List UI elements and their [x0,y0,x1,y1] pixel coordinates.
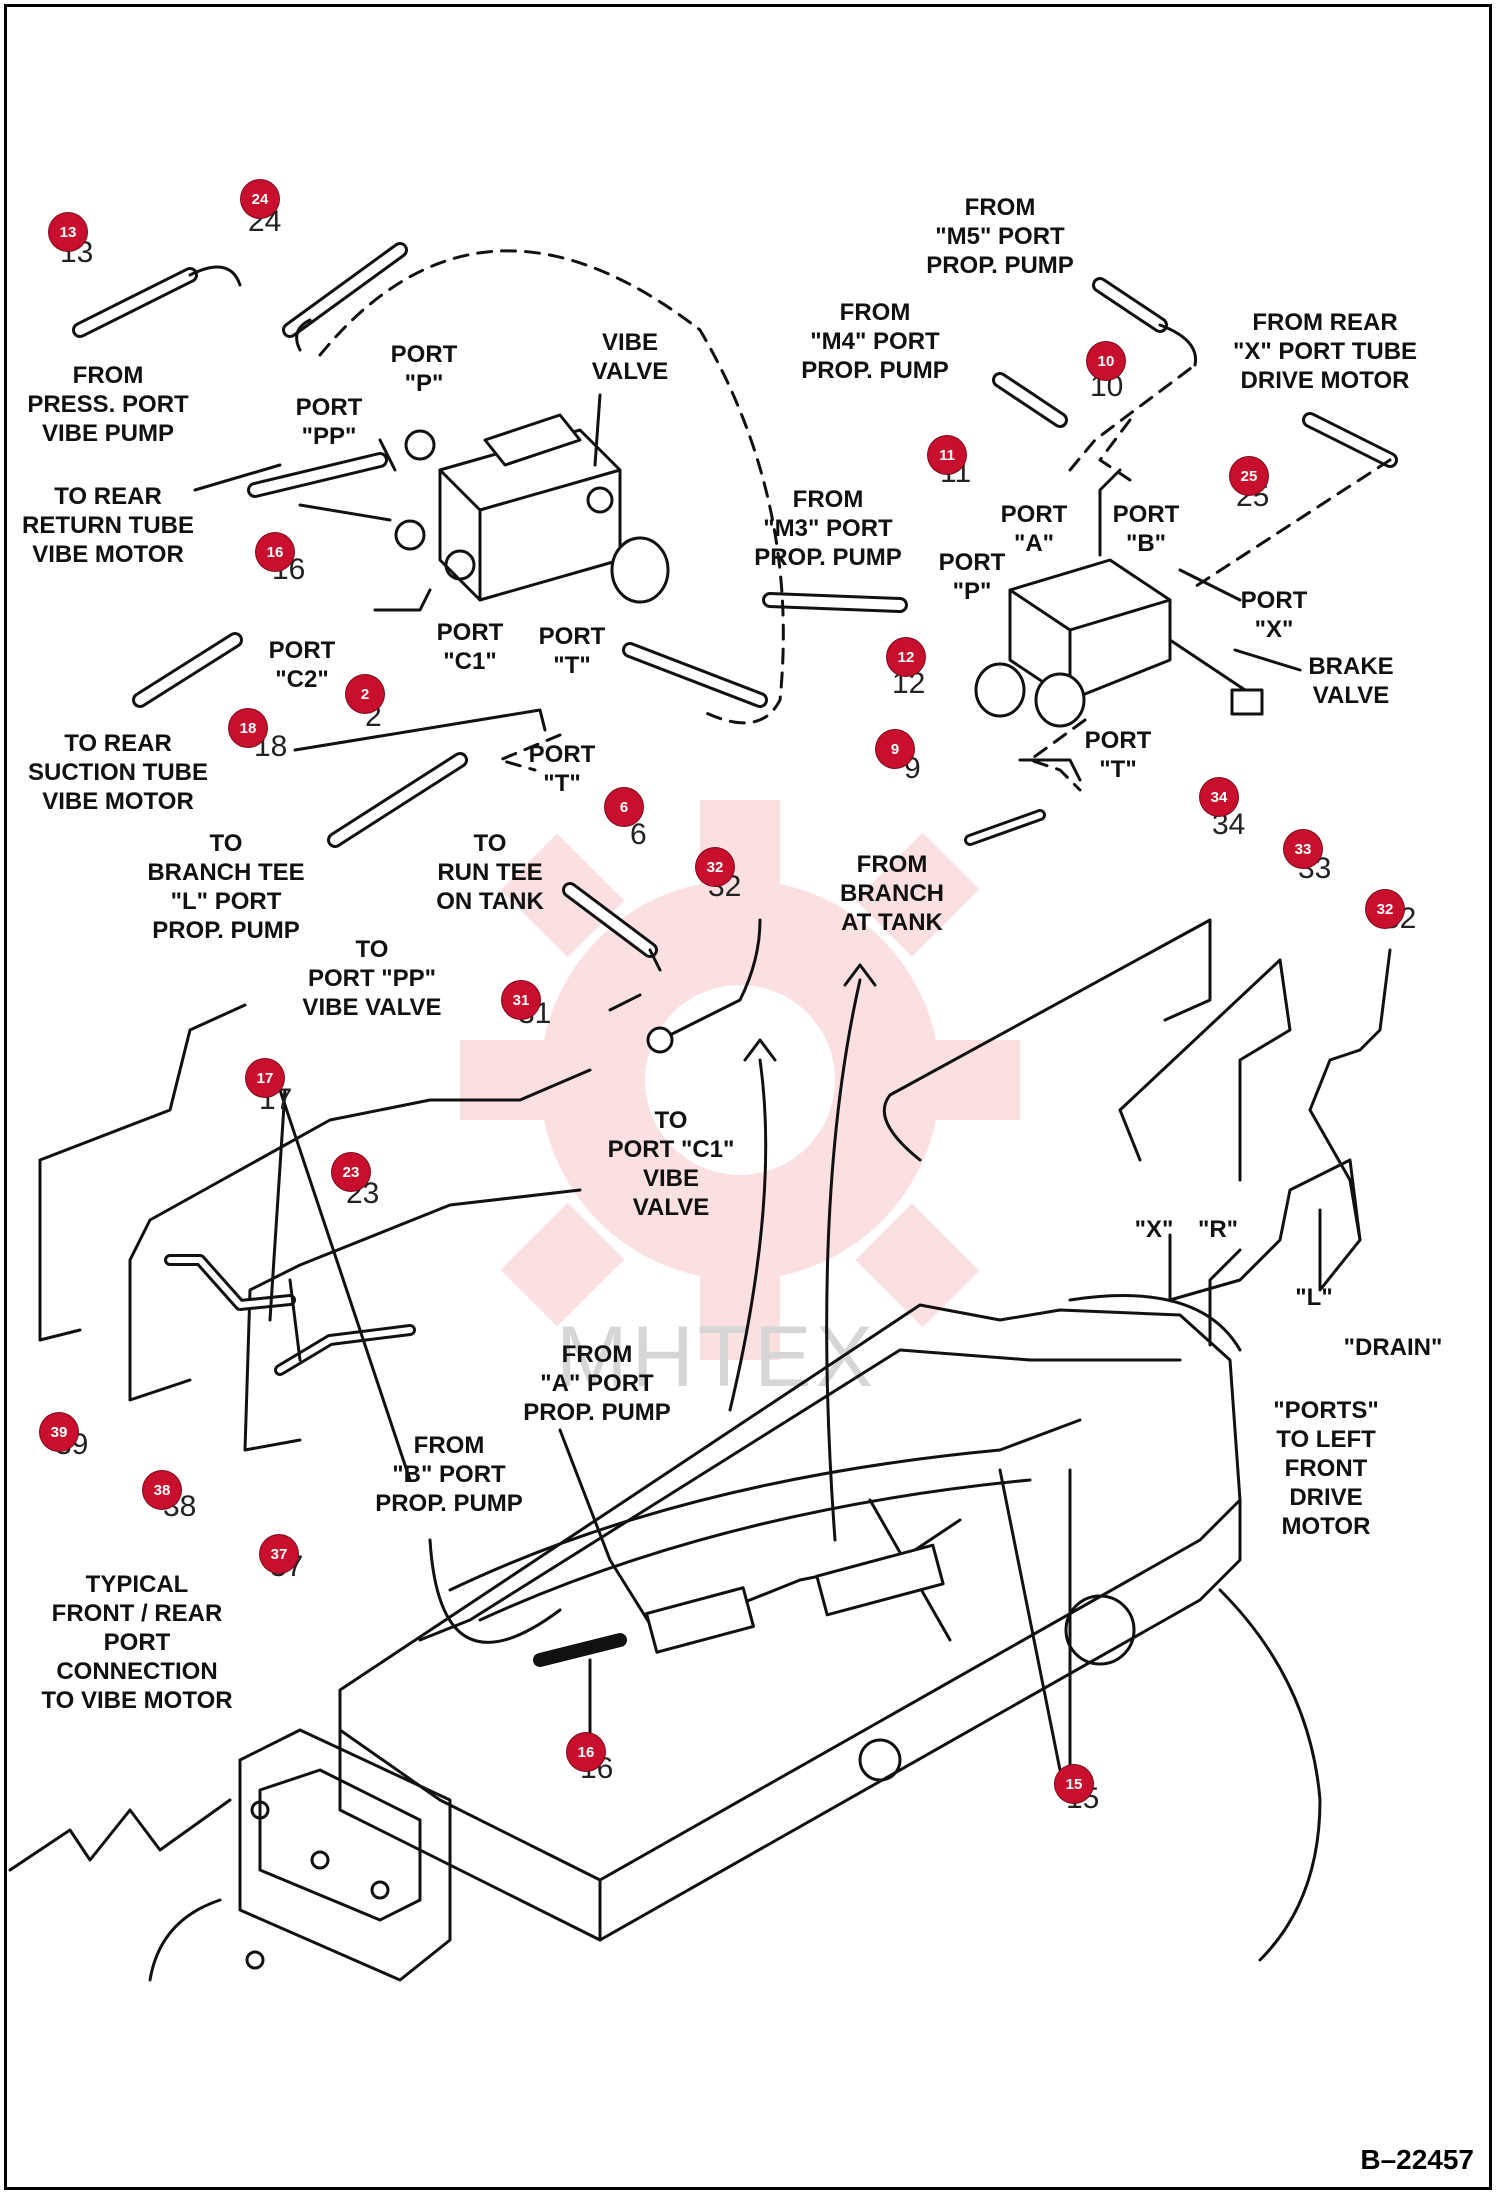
label-from-press: FROM PRESS. PORT VIBE PUMP [27,362,189,447]
label-typical: TYPICAL FRONT / REAR PORT CONNECTION TO … [41,1571,233,1714]
label-port-pp: PORT "PP" [295,394,363,450]
label-brake-valve: BRAKE VALVE [1308,653,1394,709]
callout-31[interactable]: 31 [502,981,540,1019]
machine-frame [8,1294,1322,1982]
drawing-number: B–22457 [1360,2144,1474,2175]
callout-24[interactable]: 24 [241,180,279,218]
label-port-t-vibe: PORT "T" [538,623,606,679]
label-from-m4: FROM "M4" PORT PROP. PUMP [801,299,949,384]
label-ports-left-front: "PORTS" TO LEFT FRONT DRIVE MOTOR [1273,1397,1379,1540]
label-l-port: "L" [1295,1284,1333,1311]
watermark-text: MHTEX [556,1309,877,1405]
callout-16-bottom[interactable]: 16 [567,1733,605,1771]
callout-16-top[interactable]: 16 [256,533,294,571]
callout-39[interactable]: 39 [40,1413,78,1451]
label-port-p-vibe: PORT "P" [390,341,458,397]
label-from-m3: FROM "M3" PORT PROP. PUMP [754,486,902,571]
vibe-valve-body [394,413,670,604]
brake-valve-body [974,558,1264,728]
drawing-frame [4,4,1492,2190]
part-number-6: 6 [630,818,647,851]
label-r-port: "R" [1197,1216,1239,1243]
label-x-port: "X" [1134,1216,1174,1243]
callout-2[interactable]: 2 [346,675,384,713]
label-to-run-tee: TO RUN TEE ON TANK [436,830,544,915]
callout-33[interactable]: 33 [1284,830,1322,868]
label-port-p-brake: PORT "P" [938,549,1006,605]
label-port-x: PORT "X" [1240,587,1308,643]
label-from-branch-tank: FROM BRANCH AT TANK [840,851,944,936]
callout-37[interactable]: 37 [260,1535,298,1573]
label-from-b-port: FROM "B" PORT PROP. PUMP [375,1432,523,1517]
callout-32-mid[interactable]: 32 [696,848,734,886]
label-port-c2: PORT "C2" [268,637,336,693]
callout-34[interactable]: 34 [1200,778,1238,816]
callout-23[interactable]: 23 [332,1153,370,1191]
label-port-b: PORT "B" [1112,501,1180,557]
label-to-rear-return: TO REAR RETURN TUBE VIBE MOTOR [22,483,194,568]
label-port-a: PORT "A" [1000,501,1068,557]
label-to-port-pp: TO PORT "PP" VIBE VALVE [302,936,442,1021]
label-port-c1: PORT "C1" [436,619,504,675]
callout-25[interactable]: 25 [1230,457,1268,495]
callout-38[interactable]: 38 [143,1471,181,1509]
label-drain-port: "DRAIN" [1343,1334,1443,1361]
label-to-rear-suction: TO REAR SUCTION TUBE VIBE MOTOR [28,730,208,815]
callout-32-right[interactable]: 32 [1366,890,1404,928]
label-port-t-lower: PORT "T" [528,741,596,797]
callout-10[interactable]: 10 [1087,342,1125,380]
callout-9[interactable]: 9 [876,730,914,768]
callout-11[interactable]: 11 [928,436,966,474]
callout-17[interactable]: 17 [246,1059,284,1097]
label-from-a-port: FROM "A" PORT PROP. PUMP [523,1341,671,1426]
callout-6[interactable]: 6 [605,788,643,826]
label-to-port-c1: TO PORT "C1" VIBE VALVE [607,1107,735,1221]
callout-13[interactable]: 13 [49,213,87,251]
label-from-rear-x: FROM REAR "X" PORT TUBE DRIVE MOTOR [1232,309,1418,394]
label-vibe-valve: VIBE VALVE [591,329,669,385]
callout-15[interactable]: 15 [1055,1765,1093,1803]
label-to-branch-tee: TO BRANCH TEE "L" PORT PROP. PUMP [147,830,305,944]
label-port-t-brake: PORT "T" [1084,727,1152,783]
callout-18[interactable]: 18 [229,709,267,747]
label-from-m5: FROM "M5" PORT PROP. PUMP [926,194,1074,279]
callout-12[interactable]: 12 [887,638,925,676]
